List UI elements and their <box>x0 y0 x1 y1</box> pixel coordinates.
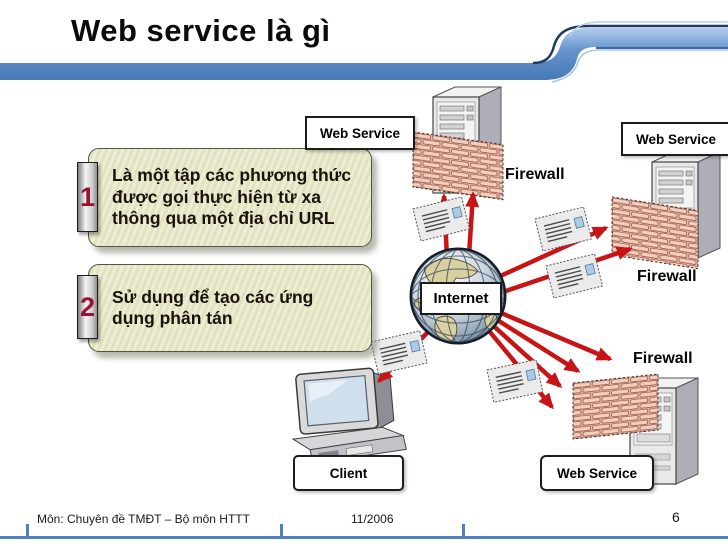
footer-divider-line <box>0 536 728 539</box>
web-service-label-bottom-right: Web Service <box>540 455 654 491</box>
note-1-number: 1 <box>79 181 96 212</box>
internet-label: Internet <box>420 282 502 315</box>
red-arrow <box>489 314 581 373</box>
header-ribbon-decoration <box>0 21 728 83</box>
red-arrow <box>465 191 480 256</box>
note-box-2: Sử dụng để tạo các ứng dụng phân tán <box>88 264 372 352</box>
footer-date: 11/2006 <box>351 512 394 526</box>
firewall-label-bottom: Firewall <box>633 350 693 367</box>
web-service-label-top-right: Web Service <box>621 122 728 156</box>
firewall-wall-icon-right <box>611 196 699 270</box>
red-arrow <box>493 307 613 362</box>
note-2-number-tab: 2 <box>77 275 98 339</box>
firewall-label-right: Firewall <box>637 268 697 285</box>
client-computer-icon <box>291 367 407 465</box>
web-service-label-top-left: Web Service <box>305 116 415 150</box>
ribbon-curve-streak <box>551 49 728 83</box>
note-1-number-tab: 1 <box>77 162 98 232</box>
footer-tick <box>280 524 283 537</box>
footer-tick <box>462 524 465 537</box>
envelope-icon <box>370 330 428 375</box>
client-label: Client <box>293 455 404 491</box>
envelope-icon <box>412 196 471 242</box>
footer-page-number: 6 <box>672 509 680 525</box>
note-2-number: 2 <box>79 291 96 322</box>
envelope-icon <box>534 206 593 252</box>
note-1-text: Là một tập các phương thức được gọi thực… <box>112 165 352 229</box>
footer-course: Môn: Chuyên đề TMĐT – Bộ môn HTTT <box>37 512 250 526</box>
firewall-wall-icon-top <box>412 131 504 201</box>
footer-tick <box>26 524 29 537</box>
page-title: Web service là gì <box>71 13 331 48</box>
red-arrow <box>486 319 563 389</box>
note-box-1: Là một tập các phương thức được gọi thực… <box>88 148 372 247</box>
ribbon-light-streak <box>569 21 728 37</box>
note-2-text: Sử dụng để tạo các ứng dụng phân tán <box>112 286 314 329</box>
envelope-icon <box>486 358 544 403</box>
envelope-icon <box>545 253 604 299</box>
ribbon-shape <box>0 28 728 80</box>
firewall-wall-icon-bottom <box>572 373 659 440</box>
firewall-label-top: Firewall <box>505 166 565 183</box>
